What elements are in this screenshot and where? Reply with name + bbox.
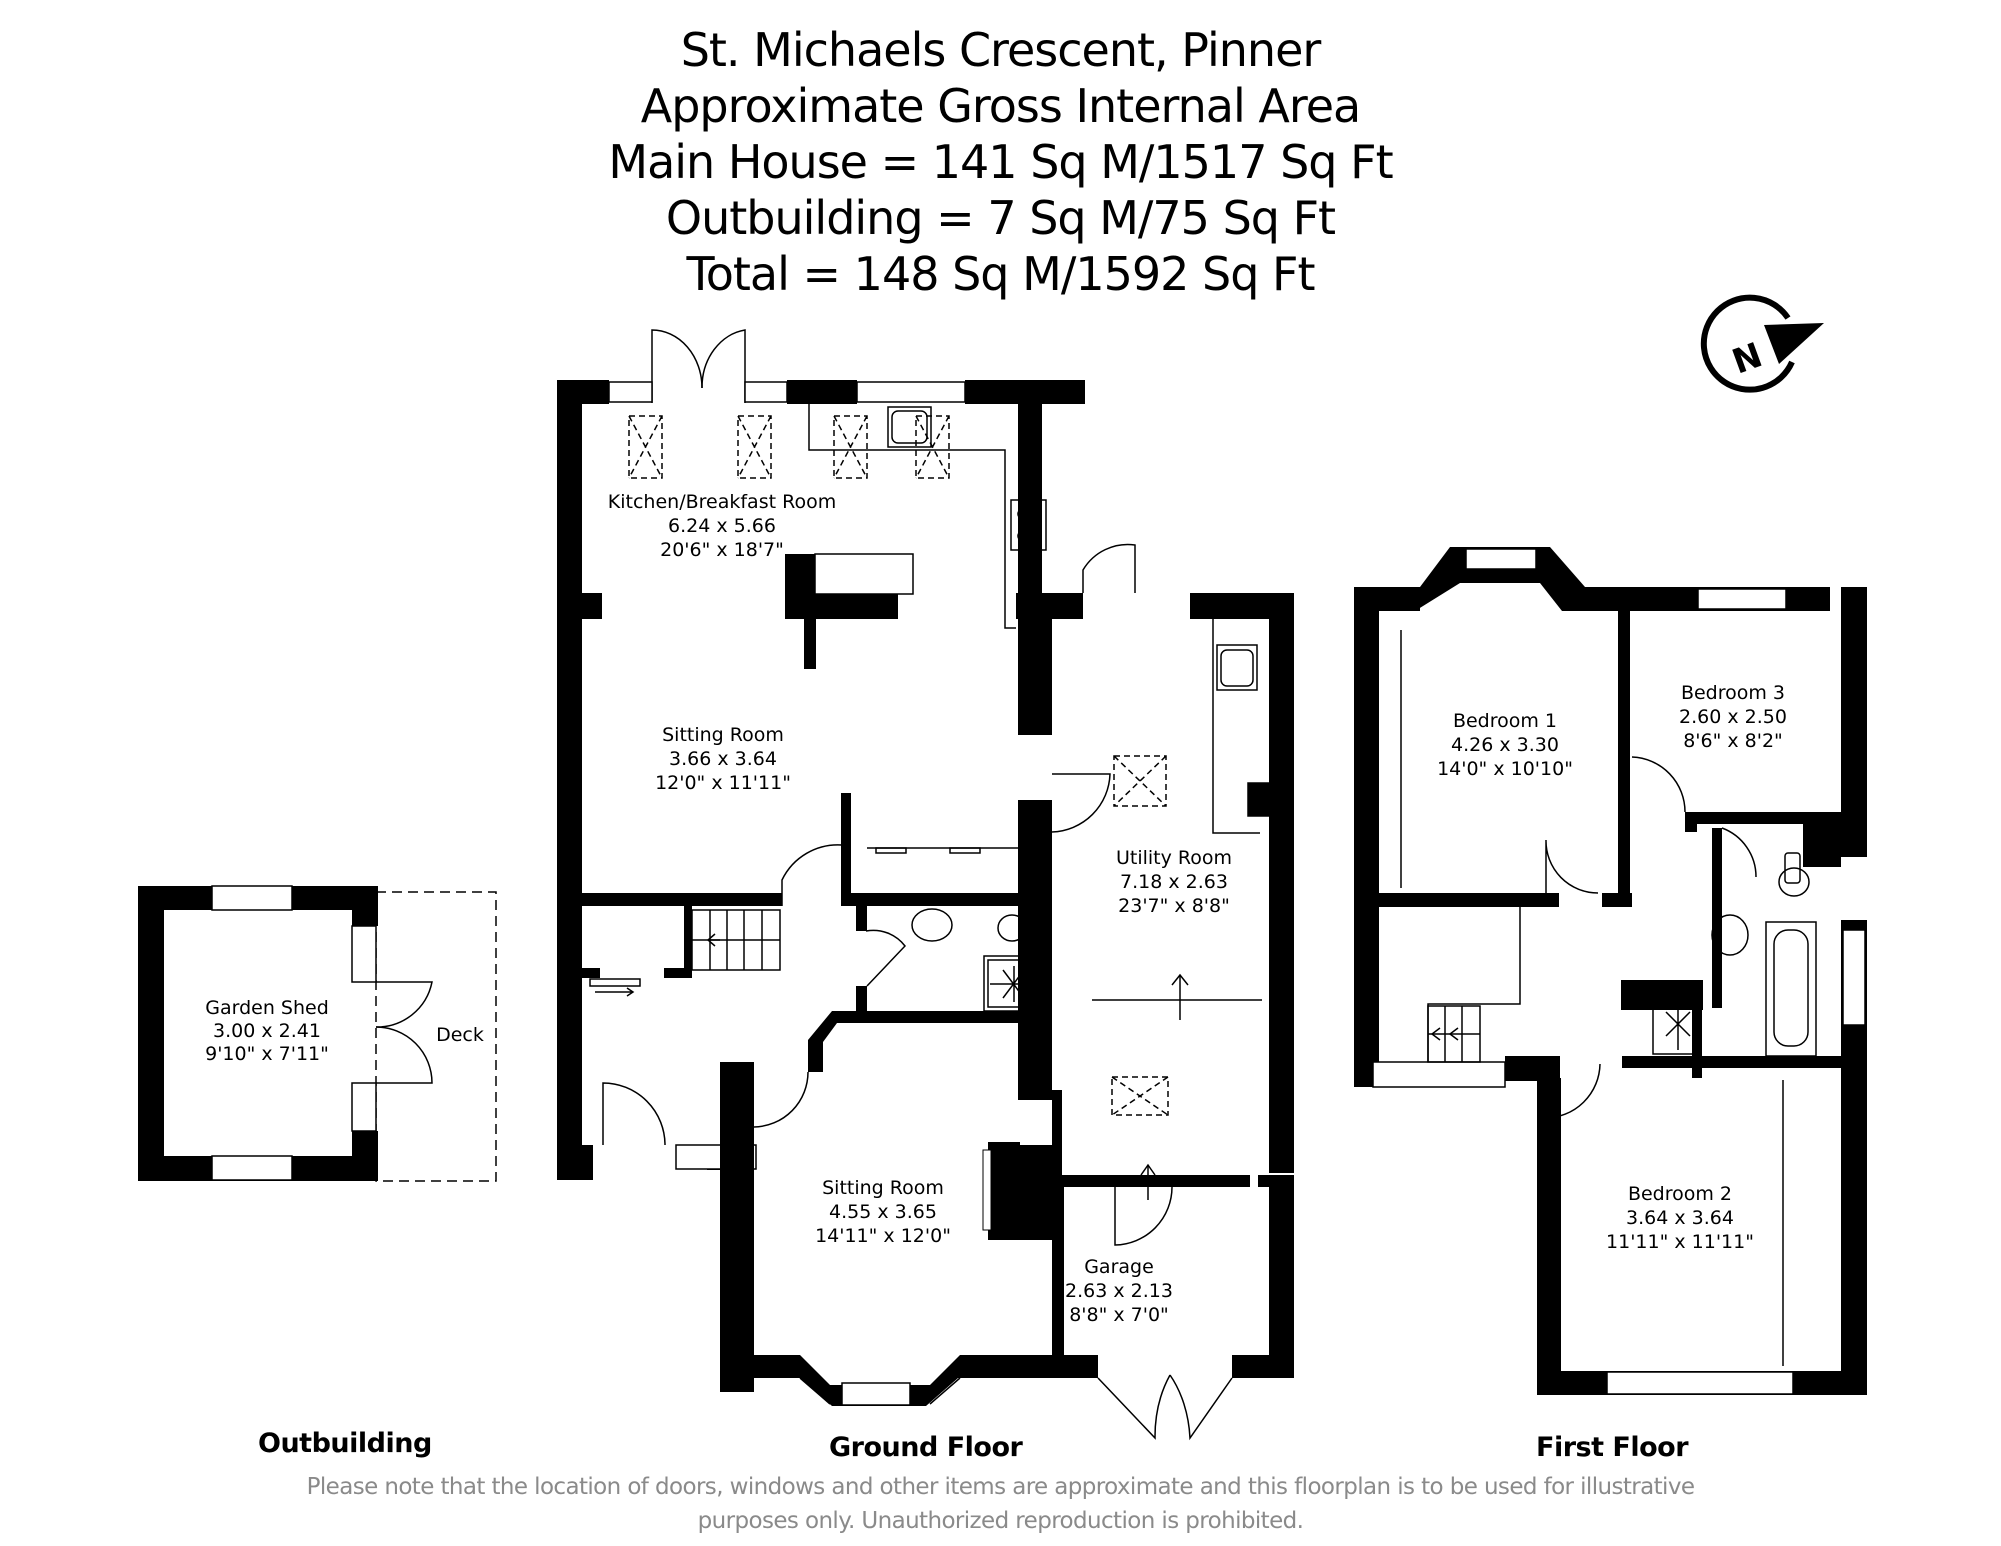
floor-label-first: First Floor — [1536, 1432, 1689, 1463]
room-imperial-bedroom-1: 14'0" x 10'10" — [1437, 758, 1573, 780]
room-imperial-bedroom-3: 8'6" x 8'2" — [1683, 730, 1783, 752]
outbuilding-plan: Garden Shed 3.00 x 2.41 9'10" x 7'11" De… — [138, 885, 497, 1182]
disclaimer-line-2: purposes only. Unauthorized reproduction… — [697, 1508, 1304, 1534]
floor-label-ground: Ground Floor — [829, 1432, 1023, 1463]
room-metric-bedroom-2: 3.64 x 3.64 — [1626, 1207, 1734, 1229]
outbuilding-area: Outbuilding = 7 Sq M/75 Sq Ft — [665, 191, 1336, 245]
room-metric-sitting-room-2: 4.55 x 3.65 — [829, 1201, 937, 1223]
ground-floor-labels: Kitchen/Breakfast Room 6.24 x 5.66 20'6"… — [608, 491, 1232, 1326]
compass-letter: N — [1727, 335, 1767, 382]
disclaimer: Please note that the location of doors, … — [0, 1470, 2001, 1538]
room-metric-garden-shed: 3.00 x 2.41 — [213, 1020, 321, 1042]
area-heading: Approximate Gross Internal Area — [640, 79, 1361, 133]
room-name-bedroom-2: Bedroom 2 — [1628, 1183, 1732, 1205]
room-metric-utility: 7.18 x 2.63 — [1120, 871, 1228, 893]
total-area: Total = 148 Sq M/1592 Sq Ft — [686, 247, 1315, 301]
room-metric-garage: 2.63 x 2.13 — [1065, 1280, 1173, 1302]
north-compass-icon: N — [1700, 294, 1824, 393]
room-name-sitting-room-1: Sitting Room — [662, 724, 784, 746]
ground-floor-lines — [589, 329, 1270, 1441]
room-imperial-bedroom-2: 11'11" x 11'11" — [1606, 1231, 1754, 1253]
room-name-bedroom-1: Bedroom 1 — [1453, 710, 1557, 732]
room-name-kitchen: Kitchen/Breakfast Room — [608, 491, 836, 513]
room-metric-sitting-room-1: 3.66 x 3.64 — [669, 748, 777, 770]
first-floor-plan — [1354, 547, 1867, 1395]
deck-outline — [375, 891, 497, 1182]
room-name-sitting-room-2: Sitting Room — [822, 1177, 944, 1199]
main-house-area: Main House = 141 Sq M/1517 Sq Ft — [608, 135, 1393, 189]
title-block: St. Michaels Crescent, Pinner Approximat… — [0, 22, 2001, 302]
room-name-bedroom-3: Bedroom 3 — [1681, 682, 1785, 704]
first-floor-labels: Bedroom 1 4.26 x 3.30 14'0" x 10'10" Bed… — [1437, 682, 1787, 1253]
room-name-deck: Deck — [436, 1024, 484, 1046]
room-name-utility: Utility Room — [1116, 847, 1232, 869]
room-imperial-sitting-room-1: 12'0" x 11'11" — [655, 772, 791, 794]
room-imperial-sitting-room-2: 14'11" x 12'0" — [815, 1225, 951, 1247]
room-metric-kitchen: 6.24 x 5.66 — [668, 515, 776, 537]
room-name-garden-shed: Garden Shed — [205, 997, 329, 1019]
first-floor-lines — [1372, 548, 1866, 1395]
ground-floor-plan — [557, 380, 1294, 1406]
room-metric-bedroom-3: 2.60 x 2.50 — [1679, 706, 1787, 728]
room-imperial-garage: 8'8" x 7'0" — [1069, 1304, 1169, 1326]
address-title: St. Michaels Crescent, Pinner — [680, 23, 1322, 77]
room-imperial-kitchen: 20'6" x 18'7" — [660, 539, 784, 561]
room-name-garage: Garage — [1084, 1256, 1154, 1278]
room-metric-bedroom-1: 4.26 x 3.30 — [1451, 734, 1559, 756]
disclaimer-line-1: Please note that the location of doors, … — [306, 1474, 1695, 1500]
floor-label-outbuilding: Outbuilding — [258, 1428, 432, 1459]
room-imperial-garden-shed: 9'10" x 7'11" — [205, 1043, 329, 1065]
room-imperial-utility: 23'7" x 8'8" — [1118, 895, 1230, 917]
